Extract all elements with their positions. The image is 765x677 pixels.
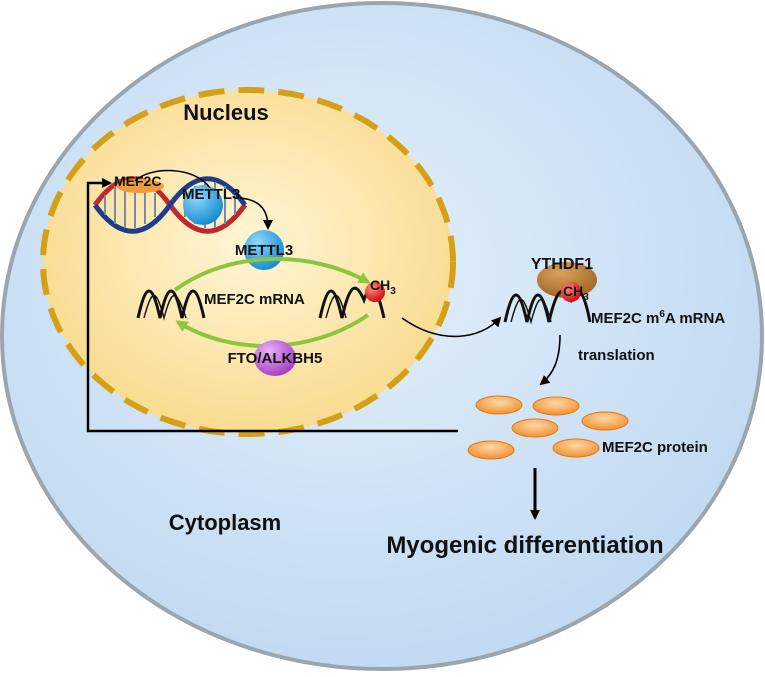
m6a-mrna-label: MEF2C m6A mRNA xyxy=(591,309,725,327)
nuclear-export-arrow xyxy=(401,316,502,338)
mrna-strand-left xyxy=(136,289,206,319)
translation-arrow xyxy=(539,334,561,386)
mrna-label: MEF2C mRNA xyxy=(204,291,305,308)
methylation-cycle-arrow-top xyxy=(173,256,371,292)
reader-methyl-label: CH3 xyxy=(563,283,589,303)
mettl3-dna-label: METTL3 xyxy=(182,186,240,203)
ythdf1-label: YTHDF1 xyxy=(531,256,593,273)
mettl3-to-gene-arrow xyxy=(134,169,211,189)
translation-label: translation xyxy=(578,347,655,364)
outcome-label: Myogenic differentiation xyxy=(386,532,663,559)
mef2c-gene-label: MEF2C xyxy=(114,173,161,189)
protein-oval xyxy=(467,440,515,460)
mettl3-label: METTL3 xyxy=(235,242,293,259)
protein-oval xyxy=(511,418,559,438)
protein-oval xyxy=(475,395,523,415)
mettl3-dna-ball xyxy=(183,185,223,225)
fto-alkbh5-ball xyxy=(254,340,296,376)
protein-cluster xyxy=(467,395,629,460)
fto-alkbh5-label: FTO/ALKBH5 xyxy=(228,350,323,367)
ythdf1-blob xyxy=(537,262,597,298)
methyl-group xyxy=(365,282,385,302)
cytoplasm-label: Cytoplasm xyxy=(169,510,281,535)
protein-oval xyxy=(581,411,629,431)
mrna-strand-left-shadow xyxy=(143,295,187,321)
protein-oval xyxy=(532,396,580,416)
protein-oval xyxy=(552,438,600,458)
protein-label: MEF2C protein xyxy=(602,439,708,456)
nucleus-label: Nucleus xyxy=(183,100,269,125)
methyl-label: CH3 xyxy=(370,277,396,297)
reader-methyl-group xyxy=(561,282,581,302)
mef2c-gene-marker xyxy=(116,179,164,193)
feedback-arrow xyxy=(86,178,458,433)
mrna-strand-right-shadow xyxy=(325,295,347,319)
m6a-mrna-strand-shadow xyxy=(510,299,552,325)
mettl3-release-arrow xyxy=(239,197,273,230)
